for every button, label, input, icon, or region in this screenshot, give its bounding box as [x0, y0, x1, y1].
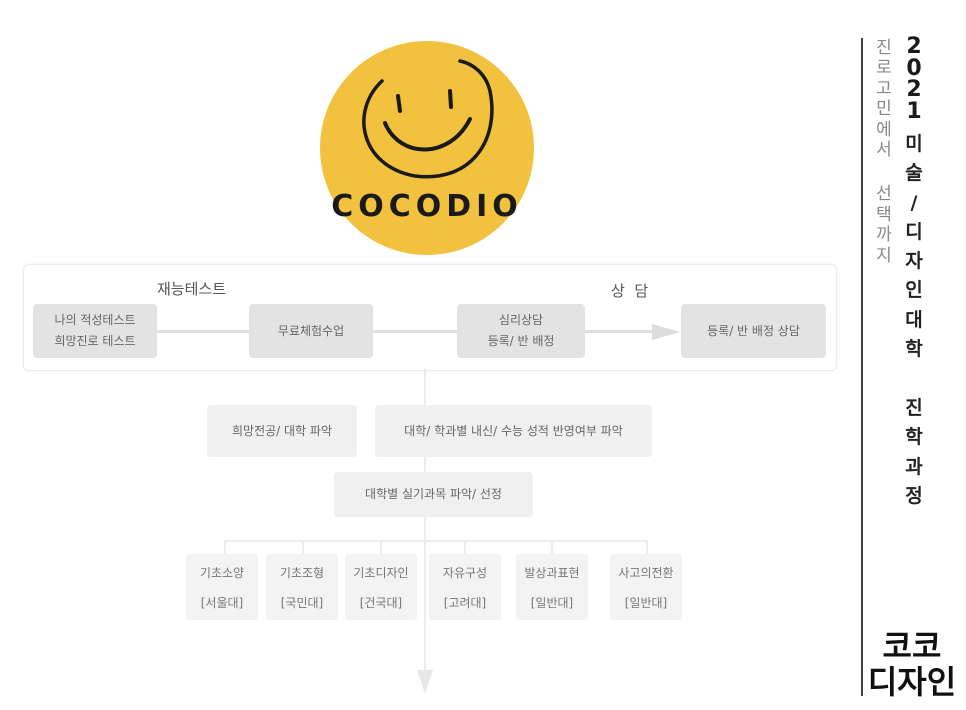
- subject-label: 사고의전환: [618, 566, 674, 580]
- year-digit: 1: [906, 98, 922, 124]
- side-char: 로: [876, 58, 892, 79]
- university-card-general-2: 사고의전환 [일반대]: [610, 554, 682, 620]
- flow-box-free-trial: 무료체험수업: [249, 304, 373, 358]
- side-char: 서: [876, 139, 892, 160]
- box-hope-major: 희망전공/ 대학 파악: [207, 405, 357, 457]
- box-school-requirements: 대학/ 학과별 내신/ 수능 성적 반영여부 파악: [375, 405, 652, 457]
- branch-tick: [646, 540, 648, 554]
- side-char: 고: [876, 78, 892, 99]
- university-card-korea: 자유구성 [고려대]: [429, 554, 501, 620]
- connector-line: [584, 330, 656, 333]
- side-char: 에: [876, 119, 892, 140]
- side-char: 과: [905, 455, 923, 478]
- side-year: 2 0 2 1: [902, 36, 926, 122]
- flow-box-line: 희망진로 테스트: [54, 334, 136, 348]
- side-char: /: [910, 191, 918, 214]
- side-char: 디: [905, 220, 923, 243]
- flow-box-aptitude-test: 나의 적성테스트 희망진로 테스트: [33, 304, 157, 358]
- year-digit: 0: [906, 55, 922, 81]
- arrow-right-icon: [652, 324, 680, 340]
- university-card-general-1: 발상과표현 [일반대]: [516, 554, 588, 620]
- branch-tick: [302, 540, 304, 554]
- side-char: 학: [905, 426, 923, 449]
- side-char: 택: [876, 204, 892, 225]
- flow-box-psych-counseling: 심리상담 등록/ 반 배정: [457, 304, 585, 358]
- side-char: 민: [876, 99, 892, 120]
- university-card-konkuk: 기초디자인 [건국대]: [345, 554, 417, 620]
- year-digit: 2: [906, 77, 922, 103]
- subject-label: 자유구성: [442, 566, 488, 580]
- section-title-talent-test: 재능테스트: [157, 280, 227, 298]
- side-title: 미 술 / 디 자 인 대 학 진 학 과 정: [901, 130, 927, 511]
- branch-tick: [464, 540, 466, 554]
- branch-tick: [551, 540, 553, 554]
- branch-tick: [224, 540, 226, 554]
- side-char: 학: [905, 337, 923, 360]
- side-char: [901, 364, 927, 394]
- subject-label: 기초조형: [279, 566, 325, 580]
- university-card-kookmin: 기초조형 [국민대]: [266, 554, 338, 620]
- side-char: 대: [905, 308, 923, 331]
- connector-line: [372, 330, 458, 333]
- arrow-down-icon: [417, 670, 433, 694]
- flow-box-line: 무료체험수업: [277, 323, 345, 338]
- side-char: 선: [876, 184, 892, 205]
- flow-box-line: 나의 적성테스트: [54, 313, 136, 327]
- school-label: [일반대]: [624, 596, 668, 610]
- smiley-face-icon: [362, 59, 494, 179]
- side-char: 술: [905, 162, 923, 185]
- school-label: [고려대]: [443, 596, 487, 610]
- side-divider: [861, 38, 863, 696]
- branch-tick: [380, 540, 382, 554]
- connector-line: [155, 330, 250, 333]
- flow-box-line: 등록/ 반 배정: [487, 334, 555, 348]
- box-practical-subject: 대학별 실기과목 파악/ 선정: [334, 472, 533, 517]
- brand-name: 코코 디자인: [866, 628, 958, 700]
- box-label: 대학/ 학과별 내신/ 수능 성적 반영여부 파악: [404, 423, 623, 438]
- flow-box-registration: 등록/ 반 배정 상담: [681, 304, 826, 358]
- brand-line: 코코: [882, 627, 942, 665]
- branch-line: [224, 540, 648, 542]
- flow-box-line: 심리상담: [498, 313, 544, 327]
- brand-line: 디자인: [867, 663, 957, 701]
- side-char: 미: [905, 133, 923, 155]
- logo-text: COCODIO: [331, 189, 523, 224]
- side-char: 진: [905, 397, 923, 419]
- school-label: [서울대]: [200, 596, 244, 610]
- vertical-flow-line: [424, 369, 426, 679]
- year-digit: 2: [906, 34, 922, 59]
- section-title-counseling: 상 담: [611, 282, 649, 300]
- university-card-seoul: 기초소양 [서울대]: [186, 554, 258, 620]
- side-char: 진: [876, 38, 892, 58]
- side-char: 인: [905, 279, 923, 302]
- side-char: 정: [905, 484, 923, 507]
- cocodio-logo: COCODIO: [320, 41, 534, 255]
- side-char: 까: [876, 225, 892, 246]
- subject-label: 기초디자인: [353, 566, 409, 580]
- school-label: [일반대]: [530, 596, 574, 610]
- box-label: 희망전공/ 대학 파악: [232, 423, 332, 438]
- box-label: 대학별 실기과목 파악/ 선정: [365, 487, 502, 501]
- side-char: [874, 160, 894, 184]
- subject-label: 기초소양: [199, 566, 245, 580]
- side-char: 자: [905, 250, 923, 272]
- side-char: 지: [876, 245, 892, 266]
- side-subtitle: 진 로 고 민 에 서 선 택 까 지: [874, 38, 894, 266]
- school-label: [건국대]: [359, 596, 403, 610]
- school-label: [국민대]: [280, 596, 324, 610]
- subject-label: 발상과표현: [524, 566, 580, 580]
- flow-box-line: 등록/ 반 배정 상담: [707, 323, 800, 338]
